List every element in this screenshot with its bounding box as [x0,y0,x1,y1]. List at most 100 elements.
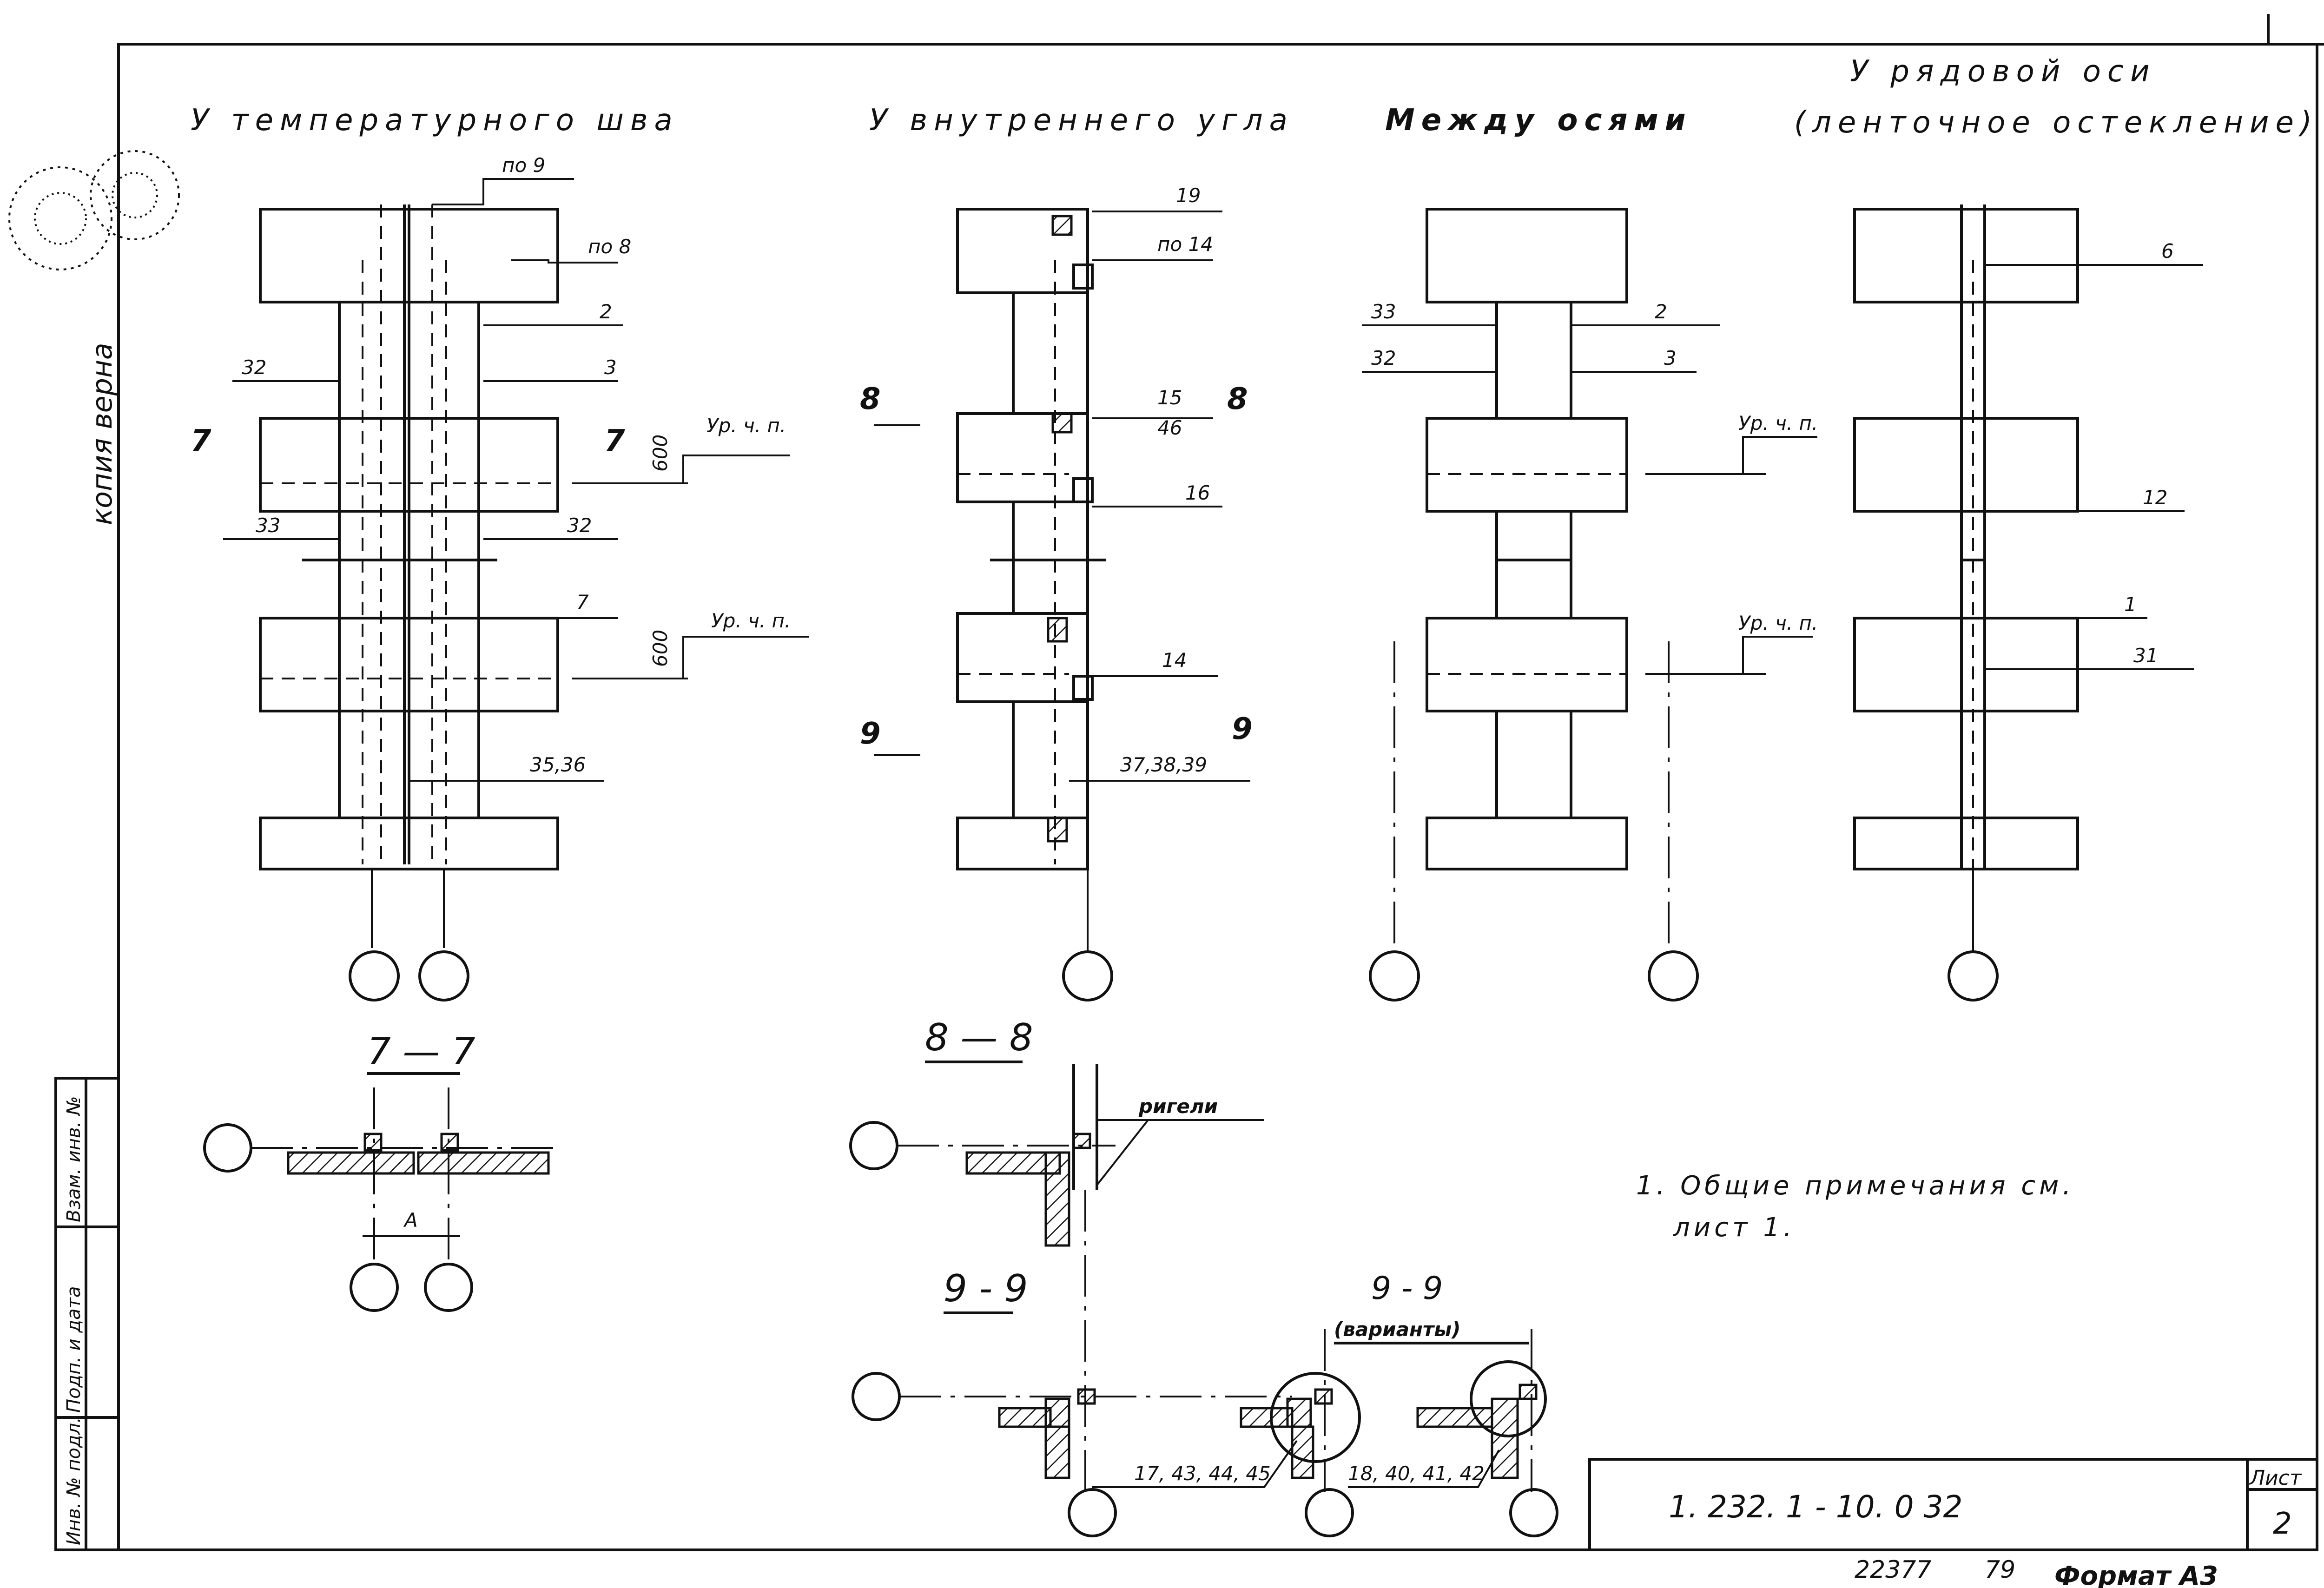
view-title-between-axes: Между осями [1385,103,1692,138]
label-33-left: 33 [256,514,280,537]
axis-bubble [852,1372,901,1421]
title-block: 1. 232. 1 - 10. 0 32 Лист 2 [1588,1458,2318,1551]
axis-bubble [1648,950,1699,1002]
section-title-7-7: 7 — 7 [367,1030,475,1073]
dim-600-top: 600 [649,435,672,472]
side-stamp: Инв. № подл. Подп. и дата Взам. инв. № к… [8,150,180,1551]
label-variant-a: 17, 43, 44, 45 [1134,1462,1271,1485]
label-2: 2 [1655,300,1667,323]
note-line-1: 1. Общие примечания см. [1636,1171,2074,1201]
axis-bubble [1305,1488,1354,1537]
label-po14: по 14 [1157,233,1213,256]
axis-bubble [1068,1488,1117,1537]
axis-bubble [350,1263,399,1312]
label-33: 33 [1371,300,1396,323]
sheet-frame [117,14,2324,1551]
label-1: 1 [2124,593,2137,616]
section-9-9-variants: 9 - 9 (варианты) 17, 43, 44, 45 18, 40, … [1092,1270,1558,1537]
leader-lines [874,211,1250,782]
label-3: 3 [604,356,617,379]
label-31: 31 [2133,644,2158,667]
columns [338,204,480,864]
axis-bubble [1062,950,1113,1002]
section-mark-9-right: 9 [1232,712,1253,746]
label-3: 3 [1664,347,1677,369]
label-35-36: 35,36 [530,753,586,776]
label-12: 12 [2143,486,2167,509]
label-37-38-39: 37,38,39 [1120,753,1207,776]
axis-bubble [1369,950,1420,1002]
sheet-number: 2 [2273,1507,2292,1541]
seal-stamp [8,150,180,270]
footer: 22377 79 Формат А3 [1855,1556,2218,1588]
axis-bubble [203,1123,252,1173]
window-frames [1047,215,1094,843]
section-title-8-8: 8 — 8 [925,1016,1033,1059]
view-row-axis: У рядовой оси (ленточное остекление) 6 1… [1794,54,2318,1002]
sheet-label: Лист [2249,1466,2302,1490]
label-15: 15 [1157,386,1182,409]
label-46: 46 [1157,416,1182,439]
doc-code: 1. 232. 1 - 10. 0 32 [1669,1489,1963,1525]
level-mark-bottom: Ур. ч. п. [1738,612,1818,634]
axis-bubble [1948,950,1999,1002]
section-7-7: 7 — 7 А [203,1030,558,1312]
axis-bubble [349,950,400,1002]
format-label: Формат А3 [2054,1561,2218,1588]
label-7: 7 [576,591,589,613]
copy-note: копия верна [86,343,119,525]
archive-number: 22377 [1855,1556,1931,1584]
label-32-right: 32 [567,514,592,537]
label-19: 19 [1176,184,1201,207]
leader-lines [223,178,809,782]
leader-lines [1362,324,1817,675]
label-32: 32 [1371,347,1396,369]
level-mark-top: Ур. ч. п. [1738,412,1818,435]
level-mark-bottom: Ур. ч. п. [711,609,791,632]
section-mark-8-left: 8 [860,382,881,416]
floor-slabs [956,208,1106,870]
label-14: 14 [1162,649,1187,672]
view-temperature-joint: У температурного шва [191,103,809,1002]
dimension-A: А [403,1209,418,1232]
floor-slabs [1853,204,2079,870]
axis-bubble [424,1263,473,1312]
label-po8: по 8 [588,235,631,258]
section-title-9-9: 9 - 9 [944,1267,1028,1310]
level-mark-top: Ур. ч. п. [706,414,786,437]
section-mark-7-right: 7 [604,424,625,458]
view-title-inner-corner: У внутреннего угла [869,103,1294,138]
section-9-9: 9 - 9 [852,1267,1292,1537]
axis-bubble [849,1121,898,1170]
section-mark-7-left: 7 [191,424,211,458]
axis-bubble [418,950,469,1002]
view-inner-corner: У внутреннего угла [860,103,1294,1002]
label-variant-b: 18, 40, 41, 42 [1348,1462,1485,1485]
view-title-row-axis-1: У рядовой оси [1850,54,2156,89]
view-between-axes: Между осями [1362,103,1818,1002]
label-rigeli: ригели [1138,1095,1218,1118]
stamp-inv-podl: Инв. № подл. [63,1417,85,1545]
label-32-left: 32 [242,356,266,379]
label-po9: по 9 [502,154,545,177]
label-2: 2 [600,300,612,323]
stamp-vzam-inv: Взам. инв. № [63,1096,85,1222]
label-16: 16 [1185,481,1210,504]
dim-600-bottom: 600 [649,630,672,667]
note-line-2: лист 1. [1673,1212,1796,1243]
section-8-8: 8 — 8 ригели [849,1016,1264,1492]
floor-slabs [1426,208,1628,870]
stamp-podp-data: Подп. и дата [63,1286,85,1413]
section-mark-9-left: 9 [860,717,881,751]
view-title-temperature-joint: У температурного шва [191,103,679,138]
axis-bubble [1509,1488,1558,1537]
leader-lines [1985,264,2203,670]
section-mark-8-right: 8 [1227,382,1248,416]
view-title-row-axis-2: (ленточное остекление) [1794,105,2318,140]
label-6: 6 [2161,240,2174,263]
section-title-9-9-variants: 9 - 9 [1371,1270,1443,1307]
section-subtitle-variants: (варианты) [1334,1318,1461,1341]
archive-suffix: 79 [1985,1556,2015,1584]
general-notes: 1. Общие примечания см. лист 1. [1636,1171,2074,1243]
